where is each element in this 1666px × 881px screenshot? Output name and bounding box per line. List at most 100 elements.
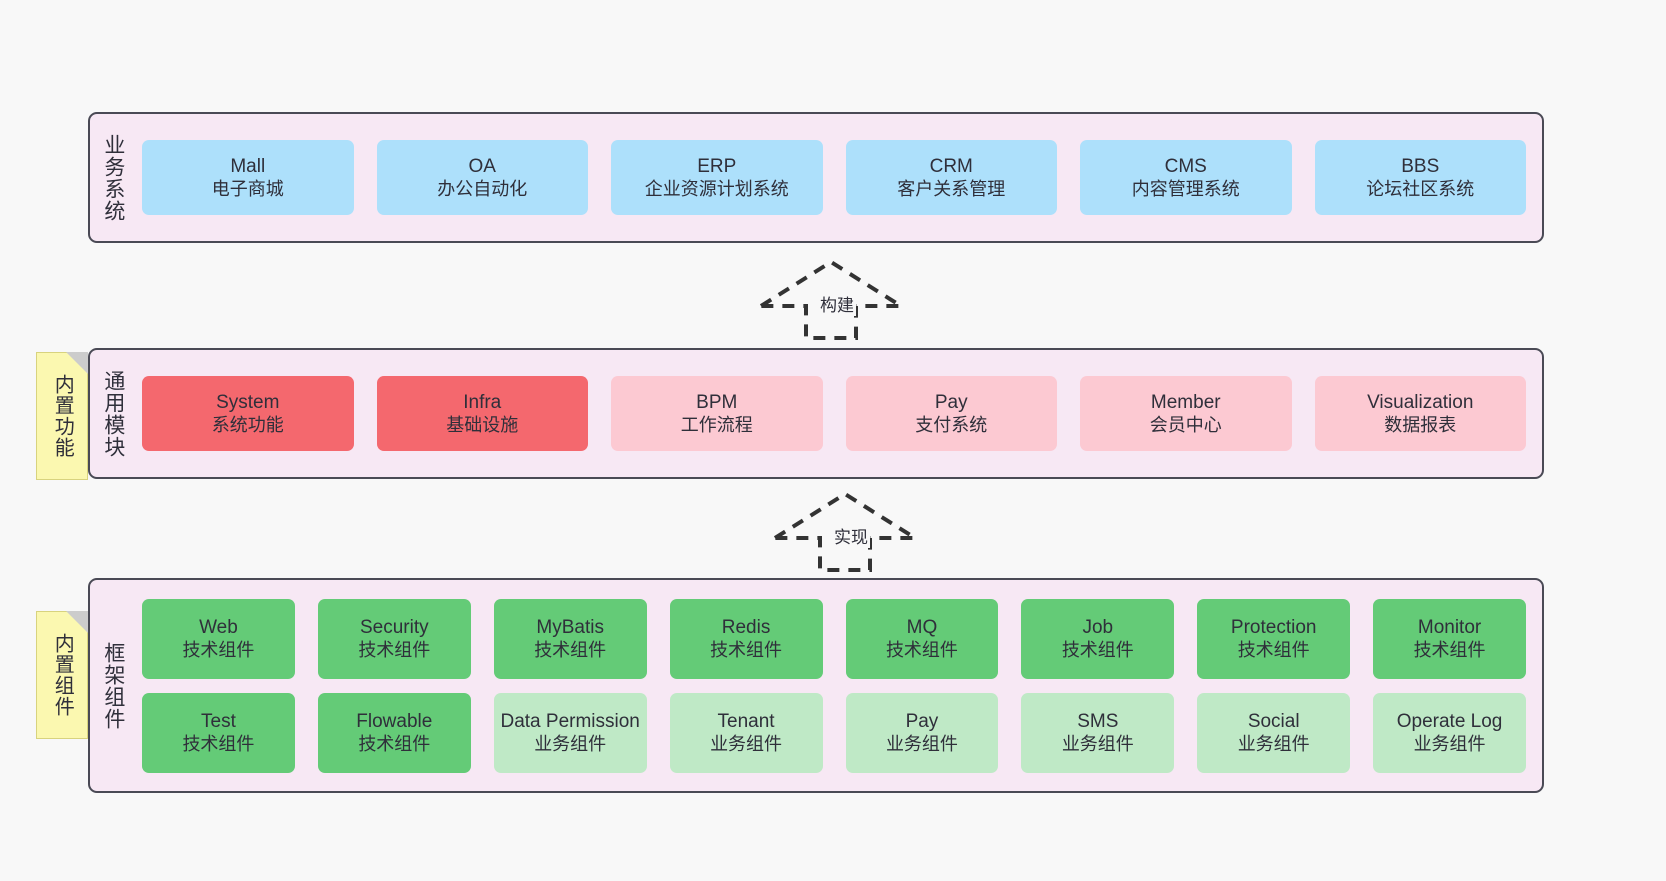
relation-arrow-implement-label: 实现 bbox=[832, 523, 870, 548]
module-subtitle: 技术组件 bbox=[358, 734, 431, 755]
module-box-security[interactable]: Security 技术组件 bbox=[317, 598, 471, 679]
module-subtitle: 论坛社区系统 bbox=[1366, 179, 1475, 200]
module-box-mq[interactable]: MQ 技术组件 bbox=[845, 598, 999, 679]
module-box-mall[interactable]: Mall 电子商城 bbox=[142, 140, 354, 215]
module-title: Pay bbox=[934, 391, 968, 413]
module-box-protection[interactable]: Protection 技术组件 bbox=[1197, 598, 1351, 679]
module-subtitle: 技术组件 bbox=[1061, 640, 1134, 661]
module-box-monitor[interactable]: Monitor 技术组件 bbox=[1373, 598, 1526, 679]
module-box-data-permission[interactable]: Data Permission 业务组件 bbox=[493, 692, 647, 773]
layer-framework-caption: 框架组件 bbox=[101, 641, 125, 730]
module-title: Redis bbox=[721, 616, 771, 638]
module-title: BPM bbox=[696, 391, 738, 413]
layer-common-modules: 通用模块 System 系统功能 Infra 基础设施 BPM 工作流程 Pay… bbox=[88, 348, 1544, 479]
module-subtitle: 业务组件 bbox=[885, 734, 958, 755]
relation-arrow-build: 构建 bbox=[754, 258, 908, 340]
module-subtitle: 基础设施 bbox=[446, 415, 519, 436]
module-title: Test bbox=[201, 710, 236, 732]
module-title: Data Permission bbox=[500, 710, 640, 732]
module-subtitle: 企业资源计划系统 bbox=[644, 179, 789, 200]
layer-framework-components: 框架组件 Web 技术组件 Security 技术组件 MyBatis 技术组件… bbox=[88, 578, 1544, 793]
module-title: Monitor bbox=[1417, 616, 1482, 638]
module-box-operate-log[interactable]: Operate Log 业务组件 bbox=[1373, 692, 1526, 773]
module-title: Operate Log bbox=[1396, 710, 1503, 732]
dashed-hollow-arrow-icon bbox=[754, 259, 908, 340]
module-title: ERP bbox=[697, 155, 737, 177]
module-subtitle: 业务组件 bbox=[710, 734, 783, 755]
module-box-mybatis[interactable]: MyBatis 技术组件 bbox=[493, 598, 647, 679]
module-subtitle: 业务组件 bbox=[1061, 734, 1134, 755]
note-builtin-features: 内置功能 bbox=[36, 352, 88, 480]
module-box-system[interactable]: System 系统功能 bbox=[142, 376, 354, 451]
module-box-bbs[interactable]: BBS 论坛社区系统 bbox=[1314, 140, 1526, 215]
framework-business-row: Test 技术组件 Flowable 技术组件 Data Permission … bbox=[142, 692, 1526, 773]
module-box-tenant[interactable]: Tenant 业务组件 bbox=[669, 692, 823, 773]
module-title: Web bbox=[199, 616, 238, 638]
module-subtitle: 支付系统 bbox=[915, 415, 988, 436]
module-title: CRM bbox=[929, 155, 973, 177]
module-title: Tenant bbox=[717, 710, 775, 732]
module-title: MQ bbox=[906, 616, 938, 638]
module-subtitle: 技术组件 bbox=[182, 640, 255, 661]
module-title: SMS bbox=[1077, 710, 1119, 732]
module-box-bpm[interactable]: BPM 工作流程 bbox=[611, 376, 823, 451]
note-label: 内置组件 bbox=[51, 633, 74, 717]
module-box-infra[interactable]: Infra 基础设施 bbox=[376, 376, 588, 451]
module-subtitle: 技术组件 bbox=[182, 734, 255, 755]
module-box-pay[interactable]: Pay 支付系统 bbox=[845, 376, 1057, 451]
module-box-pay-component[interactable]: Pay 业务组件 bbox=[845, 692, 999, 773]
business-box-row: Mall 电子商城 OA 办公自动化 ERP 企业资源计划系统 CRM 客户关系… bbox=[142, 140, 1526, 215]
relation-arrow-build-label: 构建 bbox=[818, 291, 856, 316]
module-box-social[interactable]: Social 业务组件 bbox=[1197, 692, 1351, 773]
module-subtitle: 业务组件 bbox=[1413, 734, 1486, 755]
module-box-test[interactable]: Test 技术组件 bbox=[142, 692, 295, 773]
layer-business-caption: 业务系统 bbox=[101, 133, 125, 222]
module-subtitle: 技术组件 bbox=[710, 640, 783, 661]
module-subtitle: 业务组件 bbox=[534, 734, 607, 755]
module-title: Pay bbox=[905, 710, 939, 732]
layer-business-body: Mall 电子商城 OA 办公自动化 ERP 企业资源计划系统 CRM 客户关系… bbox=[136, 114, 1542, 241]
module-subtitle: 内容管理系统 bbox=[1131, 179, 1240, 200]
module-box-member[interactable]: Member 会员中心 bbox=[1080, 376, 1292, 451]
module-subtitle: 业务组件 bbox=[1237, 734, 1310, 755]
module-title: Mall bbox=[230, 155, 266, 177]
note-fold-corner-icon bbox=[66, 352, 88, 374]
module-title: Job bbox=[1082, 616, 1114, 638]
module-box-oa[interactable]: OA 办公自动化 bbox=[376, 140, 588, 215]
module-title: Flowable bbox=[356, 710, 433, 732]
module-subtitle: 会员中心 bbox=[1149, 415, 1222, 436]
framework-tech-row: Web 技术组件 Security 技术组件 MyBatis 技术组件 Redi… bbox=[142, 598, 1526, 679]
module-subtitle: 电子商城 bbox=[211, 179, 284, 200]
module-box-visualization[interactable]: Visualization 数据报表 bbox=[1314, 376, 1526, 451]
module-title: MyBatis bbox=[536, 616, 604, 638]
module-title: Visualization bbox=[1367, 391, 1474, 413]
layer-common-body: System 系统功能 Infra 基础设施 BPM 工作流程 Pay 支付系统… bbox=[136, 350, 1542, 477]
module-subtitle: 工作流程 bbox=[680, 415, 753, 436]
module-subtitle: 技术组件 bbox=[885, 640, 958, 661]
module-title: Member bbox=[1150, 391, 1221, 413]
module-subtitle: 客户关系管理 bbox=[897, 179, 1006, 200]
module-box-sms[interactable]: SMS 业务组件 bbox=[1021, 692, 1175, 773]
module-box-web[interactable]: Web 技术组件 bbox=[142, 598, 295, 679]
module-title: System bbox=[216, 391, 280, 413]
module-title: Protection bbox=[1230, 616, 1317, 638]
module-subtitle: 技术组件 bbox=[1237, 640, 1310, 661]
module-title: Security bbox=[359, 616, 429, 638]
module-title: Infra bbox=[463, 391, 502, 413]
note-label: 内置功能 bbox=[51, 374, 74, 458]
module-box-cms[interactable]: CMS 内容管理系统 bbox=[1080, 140, 1292, 215]
common-box-row: System 系统功能 Infra 基础设施 BPM 工作流程 Pay 支付系统… bbox=[142, 376, 1526, 451]
layer-common-caption: 通用模块 bbox=[101, 369, 125, 458]
relation-arrow-implement: 实现 bbox=[768, 490, 922, 572]
note-builtin-components: 内置组件 bbox=[36, 611, 88, 739]
module-box-crm[interactable]: CRM 客户关系管理 bbox=[845, 140, 1057, 215]
module-box-job[interactable]: Job 技术组件 bbox=[1021, 598, 1175, 679]
module-subtitle: 办公自动化 bbox=[437, 179, 528, 200]
module-box-flowable[interactable]: Flowable 技术组件 bbox=[317, 692, 471, 773]
module-box-redis[interactable]: Redis 技术组件 bbox=[669, 598, 823, 679]
module-subtitle: 技术组件 bbox=[1413, 640, 1486, 661]
dashed-hollow-arrow-icon bbox=[768, 491, 922, 572]
module-title: CMS bbox=[1164, 155, 1207, 177]
module-box-erp[interactable]: ERP 企业资源计划系统 bbox=[611, 140, 823, 215]
